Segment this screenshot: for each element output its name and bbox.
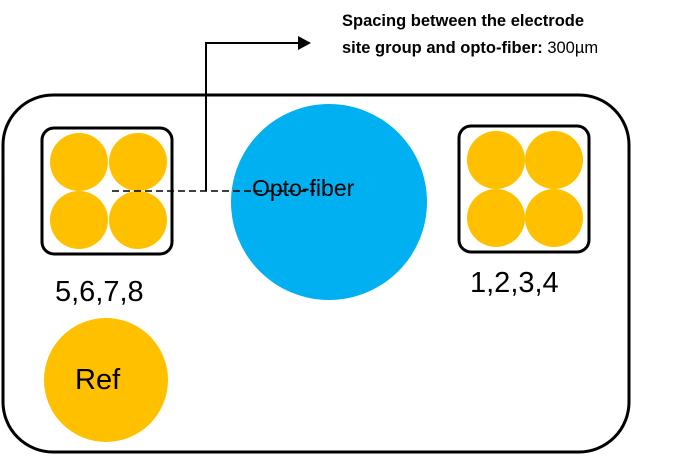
annotation-spacing-value: 300µm	[543, 39, 598, 57]
electrode-site	[109, 191, 167, 249]
electrode-group-right-frame	[457, 124, 591, 254]
right-group-label: 1,2,3,4	[470, 267, 559, 299]
electrode-group-right	[457, 124, 591, 254]
electrode-site	[525, 131, 583, 189]
reference-electrode	[44, 318, 168, 442]
electrode-site	[467, 189, 525, 247]
electrode-site	[50, 191, 108, 249]
electrode-site	[50, 133, 108, 191]
callout-arrowhead	[298, 36, 311, 50]
opto-fiber-label: Opto-fiber	[252, 175, 355, 201]
probe-outline	[1, 93, 631, 454]
annotation-line-2: site group and opto-fiber: 300µm	[342, 39, 598, 57]
electrode-site	[467, 131, 525, 189]
annotation-line-2-bold: site group and opto-fiber:	[342, 39, 543, 57]
electrode-site	[525, 189, 583, 247]
left-group-label: 5,6,7,8	[55, 276, 144, 308]
ref-label: Ref	[75, 364, 121, 396]
electrode-group-left	[40, 126, 174, 256]
electrode-site	[109, 133, 167, 191]
annotation-line-1: Spacing between the electrode	[342, 12, 584, 30]
callout-line	[205, 42, 300, 191]
opto-fiber	[231, 104, 427, 300]
